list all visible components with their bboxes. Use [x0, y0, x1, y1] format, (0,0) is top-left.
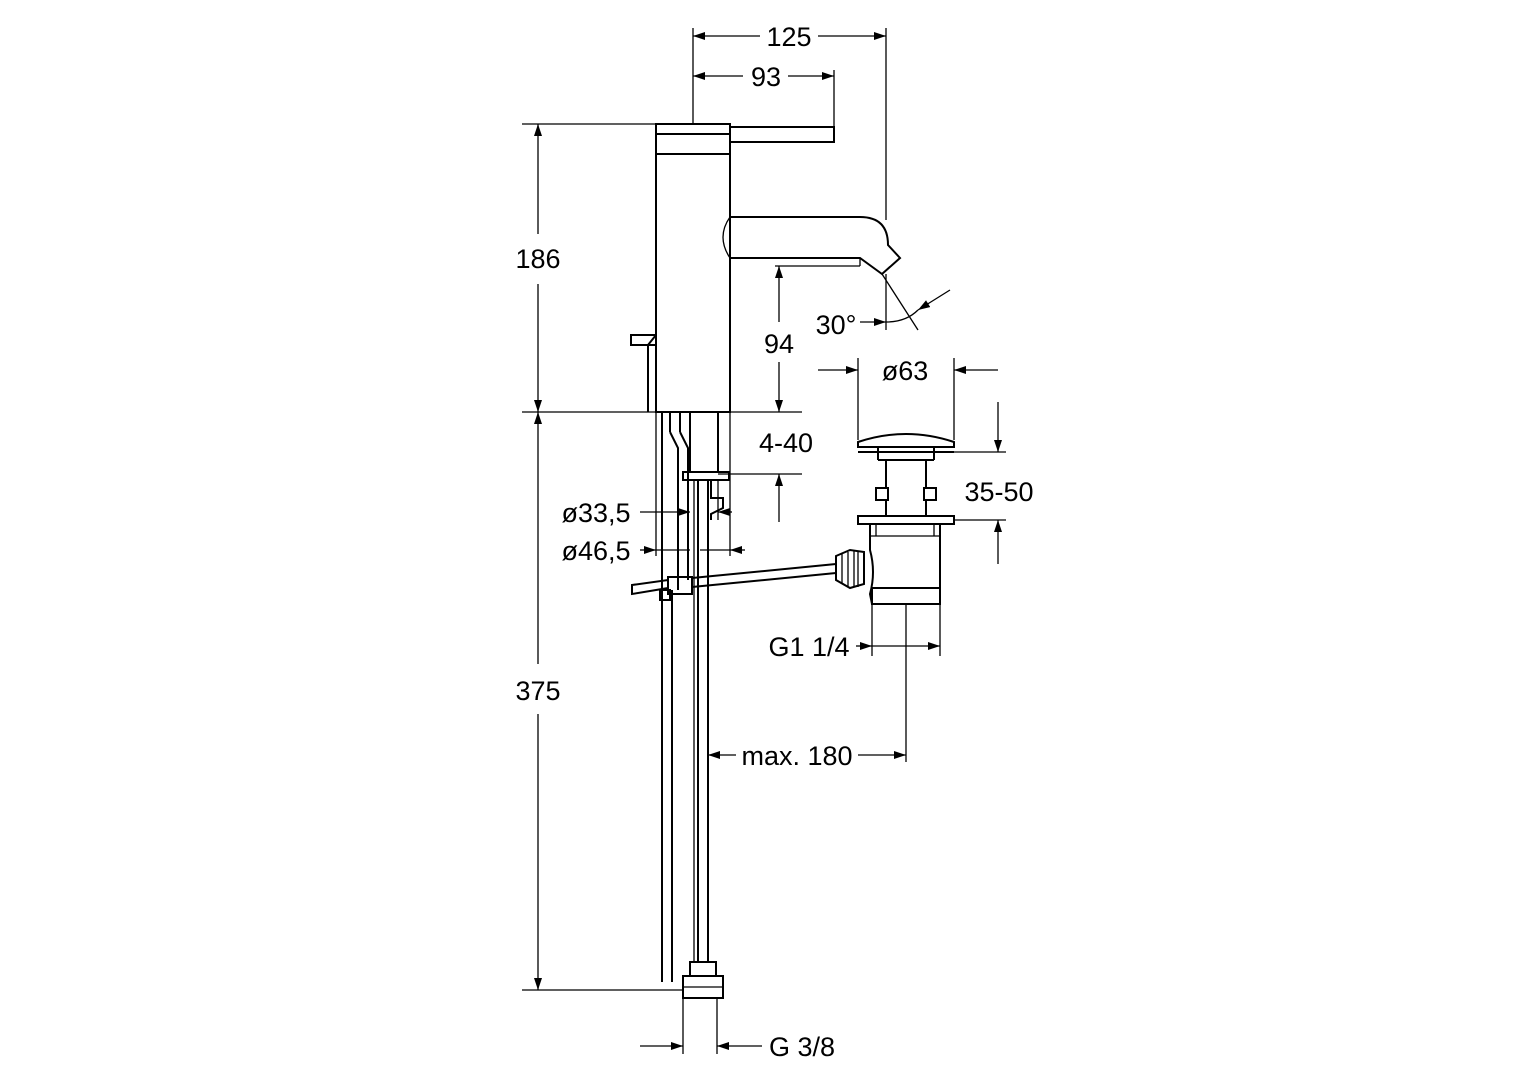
- dimension-label: ø63: [882, 356, 929, 386]
- linkage-rod: [631, 563, 837, 601]
- hose-nut: [682, 961, 724, 999]
- dimension-label: 125: [766, 22, 811, 52]
- dimension-height-body: 186: [515, 123, 802, 413]
- pop-up-waste: [835, 433, 955, 605]
- dimension-label: G1 1/4: [768, 632, 849, 662]
- dimension-spout-angle: 30°: [816, 273, 951, 340]
- dimension-label: 93: [751, 62, 781, 92]
- supply-hoses: [661, 412, 709, 982]
- dimension-width-lever: 93: [693, 62, 835, 127]
- dimension-waste-diameter: ø63: [818, 356, 998, 440]
- lever-handle: [729, 126, 835, 143]
- dimension-label: 186: [515, 244, 560, 274]
- faucet-body: [630, 123, 902, 413]
- under-deck-assembly: [669, 412, 730, 590]
- dimension-label: ø33,5: [561, 498, 630, 528]
- dimension-spout-height: 94: [764, 266, 794, 412]
- dimension-width-total: 125: [692, 22, 887, 220]
- dimension-label: 35-50: [964, 477, 1033, 507]
- dimension-label: G 3/8: [769, 1032, 835, 1062]
- dimension-label: 375: [515, 676, 560, 706]
- pop-up-knob: [630, 334, 657, 412]
- dimension-waste-thread: G1 1/4: [768, 604, 941, 662]
- dimension-rod-reach: max. 180: [708, 604, 907, 771]
- dimension-label: max. 180: [741, 741, 852, 771]
- dimension-diameter-inner: ø33,5: [561, 412, 732, 556]
- dimension-label: 94: [764, 329, 794, 359]
- dimension-deck-thickness: 4-40: [718, 428, 813, 522]
- dimension-hose-thread: G 3/8: [640, 998, 835, 1062]
- dimension-label: ø46,5: [561, 536, 630, 566]
- dimension-label: 4-40: [759, 428, 813, 458]
- dimension-waste-height: 35-50: [954, 402, 1034, 564]
- dimension-diameter-outer: ø46,5: [561, 536, 745, 566]
- spout: [722, 216, 902, 276]
- dimension-hose-length: 375: [515, 412, 683, 991]
- dimension-label: 30°: [816, 310, 857, 340]
